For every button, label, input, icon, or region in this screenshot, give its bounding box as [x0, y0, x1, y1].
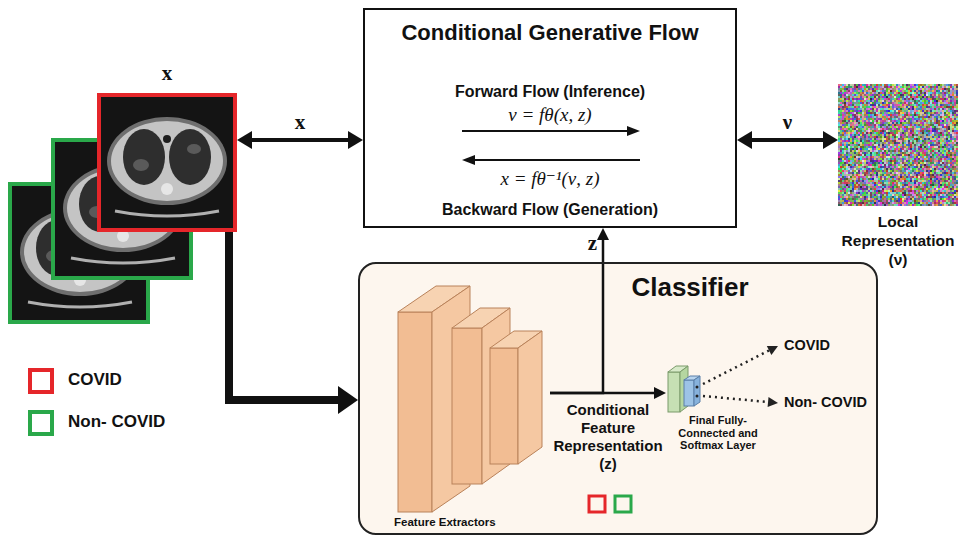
legend-text: COVID — [68, 370, 188, 390]
legend-swatch — [28, 410, 54, 436]
arrow-head — [823, 131, 838, 149]
arrow-head — [462, 155, 475, 165]
connector-line — [550, 392, 655, 395]
arrow-head — [348, 131, 363, 149]
dotted-arrow — [703, 351, 769, 385]
arrow-head — [768, 397, 778, 407]
arrow-head — [237, 131, 252, 149]
slab-front — [452, 328, 482, 484]
fc-layer-drawing — [668, 366, 700, 412]
legend-swatch — [28, 368, 54, 394]
flow-direction-arrows — [462, 126, 640, 165]
node-text: Feature Extractors — [394, 516, 548, 530]
node-text: ν = fθ(x, z) — [365, 104, 735, 127]
annotation-label: COVID — [784, 337, 864, 354]
fc-dot — [696, 386, 699, 389]
generative-flow-box: Conditional Generative FlowForward Flow … — [363, 8, 737, 228]
arrow-head — [338, 386, 358, 414]
node-text: x — [97, 61, 237, 86]
ct-image-node: x — [97, 93, 237, 232]
slab-side — [518, 331, 542, 464]
dotted-arrow — [703, 396, 768, 402]
annotation-label: Conditional Feature Representation (z) — [551, 401, 665, 473]
connector-line — [251, 138, 349, 142]
edge-label: z — [588, 232, 597, 255]
edge-label: x — [295, 111, 306, 134]
node-text: Final Fully-Connected and Softmax Layer — [678, 414, 758, 452]
feature-extractor-slabs — [398, 286, 542, 512]
noise-image — [838, 84, 958, 206]
arrow-head — [654, 387, 666, 399]
annotation-label: Non- COVID — [784, 394, 874, 411]
slab-front — [398, 312, 432, 512]
arrow-head — [627, 126, 640, 136]
connector — [229, 232, 358, 414]
connector-line — [229, 232, 339, 400]
feature-extractor-group: Feature Extractors — [392, 286, 550, 531]
class-square-green — [615, 496, 631, 512]
local-representation-node: Local Representation (ν) — [838, 84, 958, 206]
backward-arrow-line — [474, 159, 640, 161]
fc-front — [668, 372, 680, 412]
legend-text: Non- COVID — [68, 412, 188, 432]
fc-dot — [696, 395, 699, 398]
node-text: x = fθ⁻¹(ν, z) — [365, 168, 735, 191]
arrow-head — [767, 346, 778, 355]
edge-label: ν — [783, 111, 792, 134]
connector — [550, 387, 666, 399]
class-square-red — [589, 496, 605, 512]
node-text: Local Representation (ν) — [830, 212, 966, 269]
node-text: Conditional Generative Flow — [365, 20, 735, 46]
ct-image-front — [97, 93, 237, 232]
node-text: Classifier — [610, 272, 770, 303]
connector — [550, 228, 609, 393]
arrow-head — [597, 228, 609, 240]
node-text: Forward Flow (Inference) — [365, 82, 735, 101]
node-text: Backward Flow (Generation) — [365, 200, 735, 219]
softmax-front — [684, 380, 694, 406]
slab-front — [490, 348, 518, 464]
softmax-side — [694, 376, 700, 406]
output-arrows — [703, 346, 778, 407]
arrow-head — [737, 131, 752, 149]
fc-softmax-layer: Final Fully-Connected and Softmax Layer — [666, 362, 766, 474]
classifier-fill — [359, 263, 877, 534]
forward-arrow-line — [462, 130, 628, 132]
connector-line — [751, 138, 824, 142]
